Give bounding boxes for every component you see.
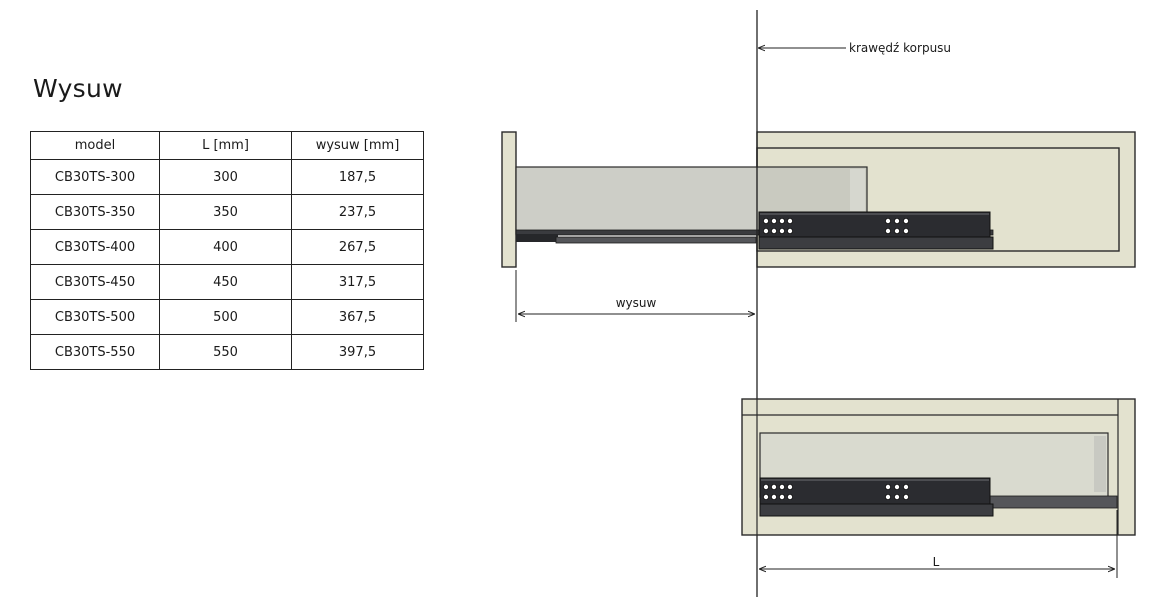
slide-body — [758, 211, 991, 240]
length-label: L — [933, 555, 940, 569]
closed-mounting-holes — [763, 483, 910, 500]
cell-model: CB30TS-450 — [30, 264, 160, 300]
extension-label: wysuw — [616, 296, 657, 310]
cell-extension: 367,5 — [291, 299, 424, 335]
cell-model: CB30TS-400 — [30, 229, 160, 265]
drawer-front-panel — [501, 131, 517, 268]
cell-extension: 397,5 — [291, 334, 424, 370]
mounting-holes — [763, 217, 910, 234]
cabinet-edge-label: krawędź korpusu — [849, 41, 951, 55]
table-row: CB30TS-300 300 187,5 — [30, 159, 424, 195]
page-title: Wysuw — [33, 74, 123, 103]
drawer-side-highlight — [850, 169, 865, 211]
cell-length: 550 — [159, 334, 292, 370]
extended-drawer-view — [501, 131, 1136, 268]
cell-model: CB30TS-550 — [30, 334, 160, 370]
closed-drawer-view — [741, 398, 1136, 536]
extended-rail-mid — [555, 236, 757, 244]
table-row: CB30TS-450 450 317,5 — [30, 264, 424, 300]
table-row: CB30TS-400 400 267,5 — [30, 229, 424, 265]
closed-slide-body — [759, 477, 991, 507]
table-row: CB30TS-500 500 367,5 — [30, 299, 424, 335]
table-row: CB30TS-550 550 397,5 — [30, 334, 424, 370]
cell-length: 300 — [159, 159, 292, 195]
table-row: CB30TS-350 350 237,5 — [30, 194, 424, 230]
column-header-extension: wysuw [mm] — [291, 131, 424, 160]
cell-extension: 317,5 — [291, 264, 424, 300]
cell-length: 400 — [159, 229, 292, 265]
extended-rail-lower — [515, 229, 994, 236]
cell-extension: 237,5 — [291, 194, 424, 230]
table-header-row: model L [mm] wysuw [mm] — [30, 131, 424, 160]
cell-model: CB30TS-500 — [30, 299, 160, 335]
cell-extension: 267,5 — [291, 229, 424, 265]
cell-model: CB30TS-350 — [30, 194, 160, 230]
closed-drawer-side-highlight — [1094, 436, 1106, 492]
column-header-model: model — [30, 131, 160, 160]
closed-slide-lower-profile — [759, 503, 994, 517]
extended-rail-front — [516, 234, 558, 242]
spec-table: model L [mm] wysuw [mm] CB30TS-300 300 1… — [30, 131, 424, 370]
cell-extension: 187,5 — [291, 159, 424, 195]
slide-lower-profile — [758, 236, 994, 250]
cell-length: 500 — [159, 299, 292, 335]
